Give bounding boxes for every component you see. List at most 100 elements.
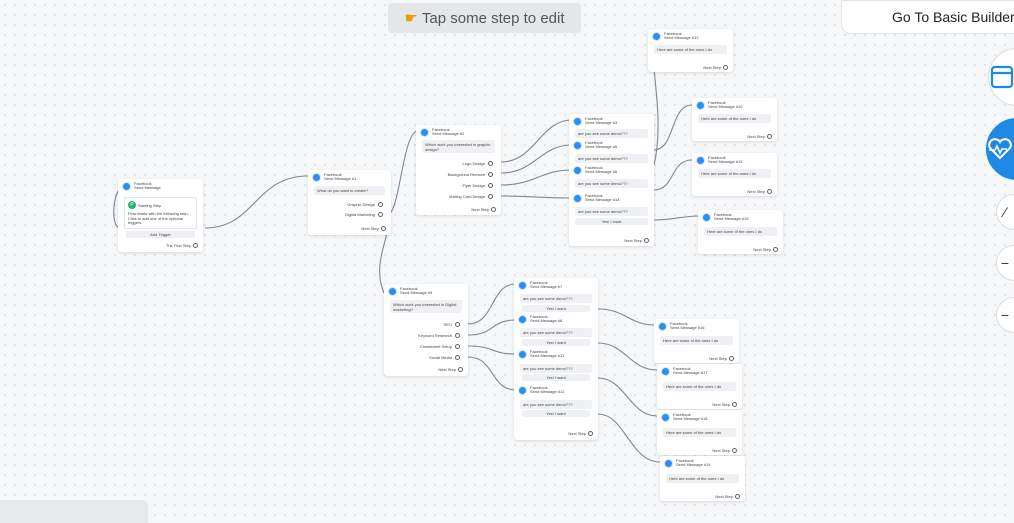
node-channel: Facebook [530,314,548,319]
output-port[interactable] [767,189,772,194]
messenger-icon [696,156,705,165]
add-trigger-button[interactable]: Add Trigger [126,231,195,238]
button-label: Visiting Card Design [448,194,485,199]
trigger-description: Flow starts with the following step. Cli… [128,211,189,226]
messenger-icon [658,322,667,331]
next-step-label: Next Step [712,402,730,407]
message-text: Here are some of the ones I do [666,474,739,483]
next-step-label: Next Step [753,247,771,252]
node-title: Send Message #16 [670,325,705,331]
trigger-box[interactable]: P Starting Step Flow starts with the fol… [124,197,197,229]
messenger-icon [661,413,670,422]
node-channel: Facebook [670,321,688,326]
output-port[interactable] [488,161,493,166]
messenger-icon [518,281,527,290]
yes-i-want-button[interactable]: Yes! I want [522,374,590,381]
messenger-icon [573,141,582,150]
output-port[interactable] [488,194,493,199]
button-label: Cheatsheet Setup [419,344,452,349]
output-port[interactable] [767,134,772,139]
node-channel: Facebook [585,140,603,145]
output-port[interactable] [455,355,460,360]
output-port[interactable] [723,65,728,70]
message-text: Here are some of the ones I do [663,382,736,391]
messenger-icon [518,350,527,359]
output-port[interactable] [455,322,460,327]
button-visiting-card-design[interactable]: Visiting Card Design [449,194,493,199]
output-port[interactable] [488,183,493,188]
button-seo[interactable]: SEO [444,322,460,327]
output-port[interactable] [732,448,737,453]
output-port[interactable] [455,333,460,338]
node-title: Send Message #11 [530,353,565,359]
message-text: Which work you interested in graphic des… [422,140,495,153]
button-background-remove[interactable]: Background Remove [448,172,493,177]
message-text: are you see some demo??? [520,364,592,373]
go-to-basic-builder-button[interactable]: Go To Basic Builder [841,0,1014,34]
node-title: Send Message #6 [585,169,618,175]
output-port[interactable] [773,247,778,252]
output-port[interactable] [378,202,383,207]
messenger-icon [518,315,527,324]
edit-hint-text: Tap some step to edit [421,9,565,27]
output-port[interactable] [732,402,737,407]
button-flyer-design[interactable]: Flyer Design [463,183,493,188]
message-text: What do you want to create? [314,186,385,195]
output-port[interactable] [378,212,383,217]
output-port[interactable] [729,356,734,361]
yes-i-want-button[interactable]: Yes! I want [522,410,590,417]
node-title: Send Message #7 [530,284,563,290]
node-title: Send Message #14 [585,197,620,203]
output-port[interactable] [455,344,460,349]
output-port[interactable] [193,243,198,248]
button-logo-design[interactable]: Logo Design [463,161,493,166]
next-step-label: Next Step [568,431,586,436]
hand-pointer-icon: ☛ [404,10,418,27]
yes-i-want-button[interactable]: Yes! I want [575,218,648,225]
messenger-icon [420,128,429,137]
node-channel: Facebook [673,412,691,417]
next-step-label: Next Step [624,238,642,243]
node-channel: Facebook [400,286,418,291]
button-graphic-design[interactable]: Graphic Design [347,202,383,207]
first-step-label: The First Step [165,243,191,248]
node-title: Send Message #15 [714,216,749,222]
button-digital-marketing[interactable]: Digital Marketing [345,212,383,217]
yes-i-want-button[interactable]: Yes! I want [522,339,590,346]
output-port[interactable] [381,226,386,231]
button-label: Graphic Design [347,202,375,207]
output-port[interactable] [491,207,496,212]
node-channel: Facebook [530,385,548,390]
bottom-panel-tab[interactable] [0,500,148,523]
button-keyword-research[interactable]: Keyword Research [418,333,460,338]
output-port[interactable] [644,238,649,243]
message-text: are you see some demo??? [575,154,648,163]
output-port[interactable] [458,367,463,372]
output-port[interactable] [735,494,740,499]
button-social-media[interactable]: Social Media [429,355,460,360]
node-title: Send Message #5 [585,144,618,150]
stacked-nodes-digital-marketing[interactable]: Facebook Send Message #7 are you see some… [514,278,598,440]
node-title: Send Message #13 [708,159,743,165]
yes-i-want-button[interactable]: Yes! I want [522,305,590,312]
button-cheatsheet-setup[interactable]: Cheatsheet Setup [420,344,460,349]
output-port[interactable] [488,172,493,177]
node-channel: Facebook [673,366,691,371]
node-channel: Facebook [585,165,603,170]
output-port[interactable] [588,431,593,436]
node-title: Send Message #8 [530,318,563,324]
